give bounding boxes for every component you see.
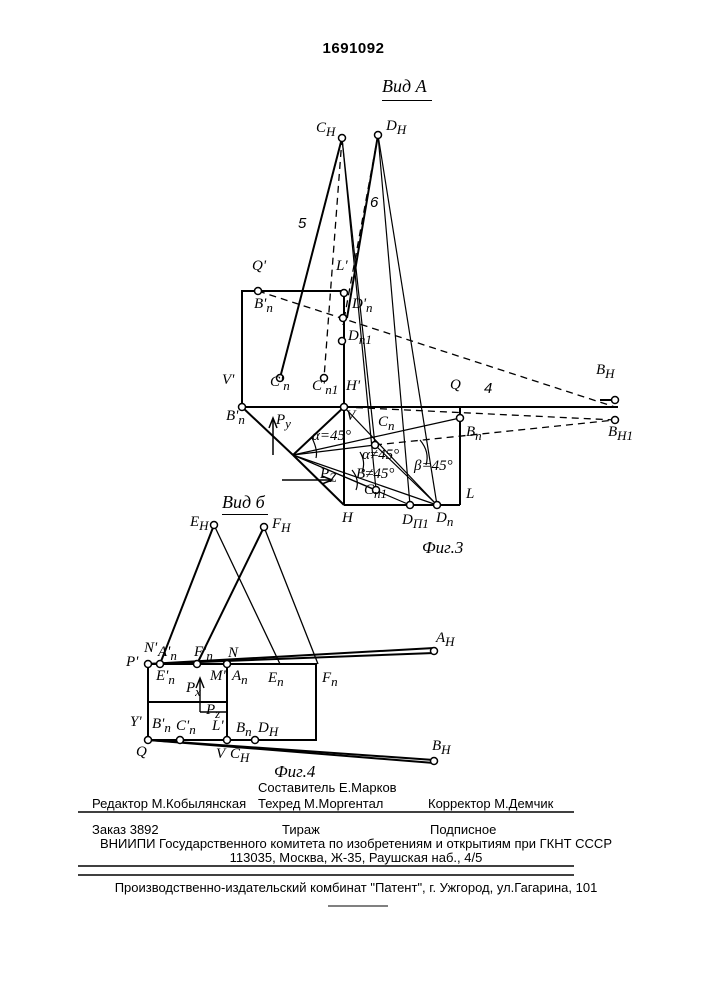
fig3-caption: Фиг.3: [422, 538, 463, 558]
label-alpha-ne-45: α≠45°: [362, 447, 399, 464]
figure-3-drawing: [242, 135, 618, 505]
label-5: 5: [298, 215, 306, 232]
label4-N: N: [228, 645, 238, 662]
footer-circulation: Тираж: [282, 822, 320, 837]
label-Cn1-prime: C'п1: [312, 378, 338, 398]
label4-Q: Q: [136, 744, 147, 761]
fig4-view-underline: [222, 514, 268, 515]
label-DH: DH: [386, 118, 406, 138]
label-Py: Py: [276, 412, 291, 432]
label4-An-prime: A'п: [158, 644, 177, 664]
label-Qprime: Q': [252, 258, 266, 275]
label-Dn-prime: D'п: [352, 296, 373, 316]
label-4: 4: [484, 380, 492, 397]
label4-Px: Px: [186, 680, 201, 700]
fig3-view-label: Вид A: [382, 76, 427, 97]
label4-Bn: Bп: [236, 720, 252, 740]
label-L: L: [466, 486, 474, 503]
label-Cn1: Cп1: [364, 482, 387, 502]
label-alpha-45: α=45°: [312, 428, 351, 445]
footer-address: 113035, Москва, Ж-35, Раушская наб., 4/5: [86, 850, 626, 865]
label-Pz: PZ: [320, 466, 336, 486]
label4-EH: EH: [190, 514, 209, 534]
footer-compiler: Составитель Е.Марков: [258, 780, 397, 795]
label-Vprime: V': [222, 372, 234, 389]
label4-DH: DH: [258, 720, 278, 740]
label-beta-45: β=45°: [414, 458, 453, 475]
label-beta-ne-45: B≠45°: [356, 466, 394, 483]
footer-order: Заказ 3892: [92, 822, 159, 837]
label-Bn1: Bп: [466, 424, 482, 444]
label-6: 6: [370, 194, 378, 211]
label4-CH: CH: [230, 746, 249, 766]
footer-editor: Редактор М.Кобылянская: [92, 796, 246, 811]
label-CH: CH: [316, 120, 335, 140]
label4-FH: FH: [272, 516, 291, 536]
figure-4-thin-lines: [214, 525, 318, 664]
footer-institute: ВНИИПИ Государственного комитета по изоб…: [86, 836, 626, 851]
label-Bn-prime: B'п: [254, 296, 273, 316]
footer-publisher: Производственно-издательский комбинат "П…: [86, 880, 626, 895]
footer-corrector: Корректор М.Демчик: [428, 796, 553, 811]
fig4-caption: Фиг.4: [274, 762, 315, 782]
label4-Cn-prime: C'п: [176, 718, 196, 738]
label4-En: Eп: [268, 670, 284, 690]
label-Dpn: Dп: [436, 510, 453, 530]
label-Dpn1: DП1: [402, 512, 429, 532]
label4-BH: BH: [432, 738, 451, 758]
label4-Lprime: L': [212, 718, 224, 735]
label4-An: Aп: [232, 668, 248, 688]
label-Q: Q: [450, 377, 461, 394]
label-BH1: BH1: [608, 424, 633, 444]
label4-En-prime: E'п: [156, 668, 175, 688]
label-Dn1: Dп1: [348, 328, 372, 348]
label4-Fn-prime: F'п: [194, 644, 213, 664]
footer-subscription: Подписное: [430, 822, 496, 837]
label-Bn: B'п: [226, 408, 245, 428]
label4-Yprime: Y': [130, 714, 142, 731]
fig4-view-label: Вид б: [222, 492, 265, 513]
footer-techred: Техред М.Моргентал: [258, 796, 383, 811]
label4-Fn: Fп: [322, 670, 338, 690]
label4-Bn-prime: B'п: [152, 716, 171, 736]
label-Cn: Cп: [378, 414, 395, 434]
label4-Mprime: M': [210, 668, 226, 685]
label4-AH: AH: [436, 630, 455, 650]
label4-V: V: [216, 746, 225, 763]
fig3-view-underline: [382, 100, 432, 101]
label-V: V: [346, 408, 355, 425]
label-H: H: [342, 510, 353, 527]
label-Lprime: L': [336, 258, 348, 275]
label-Cn-prime: C'п: [270, 374, 290, 394]
label4-Nprime: N': [144, 640, 157, 657]
label4-Pprime: P': [126, 654, 138, 671]
label-Hprime: H': [346, 378, 360, 395]
label-BH: BH: [596, 362, 615, 382]
